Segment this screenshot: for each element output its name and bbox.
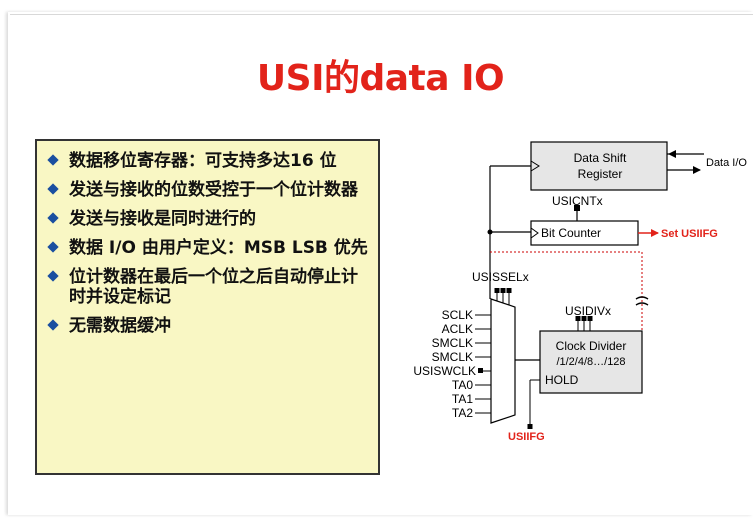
input-smclk-1: SMCLK: [432, 336, 473, 350]
usicntx-label: USICNTx: [552, 194, 603, 208]
bullet-item: 数据 I/O 由用户定义：MSB LSB 优先: [47, 238, 370, 258]
input-ta2: TA2: [452, 406, 473, 420]
slide: USI的data IO 数据移位寄存器：可支持多达16 位 发送与接收的位数受控…: [8, 12, 753, 515]
slide-title: USI的data IO: [256, 58, 505, 99]
bullet-text: 发送与接收是同时进行的: [69, 209, 256, 229]
feature-list: 数据移位寄存器：可支持多达16 位 发送与接收的位数受控于一个位计数器 发送与接…: [47, 151, 370, 336]
input-smclk-2: SMCLK: [432, 350, 473, 364]
hold-label: HOLD: [545, 373, 579, 387]
clock-path: [487, 165, 531, 299]
input-ta1: TA1: [452, 392, 473, 406]
usiifg-label: USIIFG: [508, 431, 545, 443]
clock-divider-ratio: /1/2/4/8…/128: [556, 356, 625, 368]
clock-inputs: SCLK ACLK SMCLK SMCLK USISWCLK TA0 TA1 T…: [413, 308, 491, 420]
set-usiifg-label: Set USIIFG: [661, 228, 718, 240]
bit-counter-label: Bit Counter: [541, 226, 601, 240]
input-aclk: ACLK: [442, 322, 473, 336]
data-io-port: Data I/O: [667, 150, 747, 174]
bit-counter-block: Bit Counter USICNTx Set USIIFG: [530, 194, 718, 246]
input-ta0: TA0: [452, 378, 473, 392]
shift-register-block: Data Shift Register: [530, 141, 668, 191]
shift-register-label-line2: Register: [578, 167, 623, 181]
slide-top-edge: [10, 14, 753, 15]
input-usiswclk: USISWCLK: [413, 364, 476, 378]
bullet-item: 发送与接收的位数受控于一个位计数器: [47, 180, 370, 200]
bullet-item: 数据移位寄存器：可支持多达16 位: [47, 151, 370, 171]
clock-mux: USISSELx: [472, 270, 540, 424]
bullet-item: 无需数据缓冲: [47, 316, 370, 336]
bullet-item: 发送与接收是同时进行的: [47, 209, 370, 229]
clock-divider-label: Clock Divider: [556, 339, 627, 353]
bullet-text: 数据 I/O 由用户定义：MSB LSB 优先: [69, 238, 368, 258]
shift-register-label-line1: Data Shift: [574, 151, 627, 165]
usisselx-label: USISSELx: [472, 270, 529, 284]
bullet-item: 位计数器在最后一个位之后自动停止计时并设定标记: [47, 267, 370, 307]
feature-box: 数据移位寄存器：可支持多达16 位 发送与接收的位数受控于一个位计数器 发送与接…: [35, 139, 380, 475]
bullet-text: 发送与接收的位数受控于一个位计数器: [69, 180, 358, 200]
clock-divider-block: Clock Divider /1/2/4/8…/128 HOLD USIDIVx…: [508, 304, 643, 443]
bullet-text: 位计数器在最后一个位之后自动停止计时并设定标记: [69, 267, 358, 307]
data-io-label: Data I/O: [706, 157, 747, 169]
usidivx-label: USIDIVx: [565, 304, 611, 318]
bullet-text: 数据移位寄存器：可支持多达16 位: [69, 151, 337, 171]
input-sclk: SCLK: [442, 308, 473, 322]
bullet-text: 无需数据缓冲: [69, 316, 171, 336]
